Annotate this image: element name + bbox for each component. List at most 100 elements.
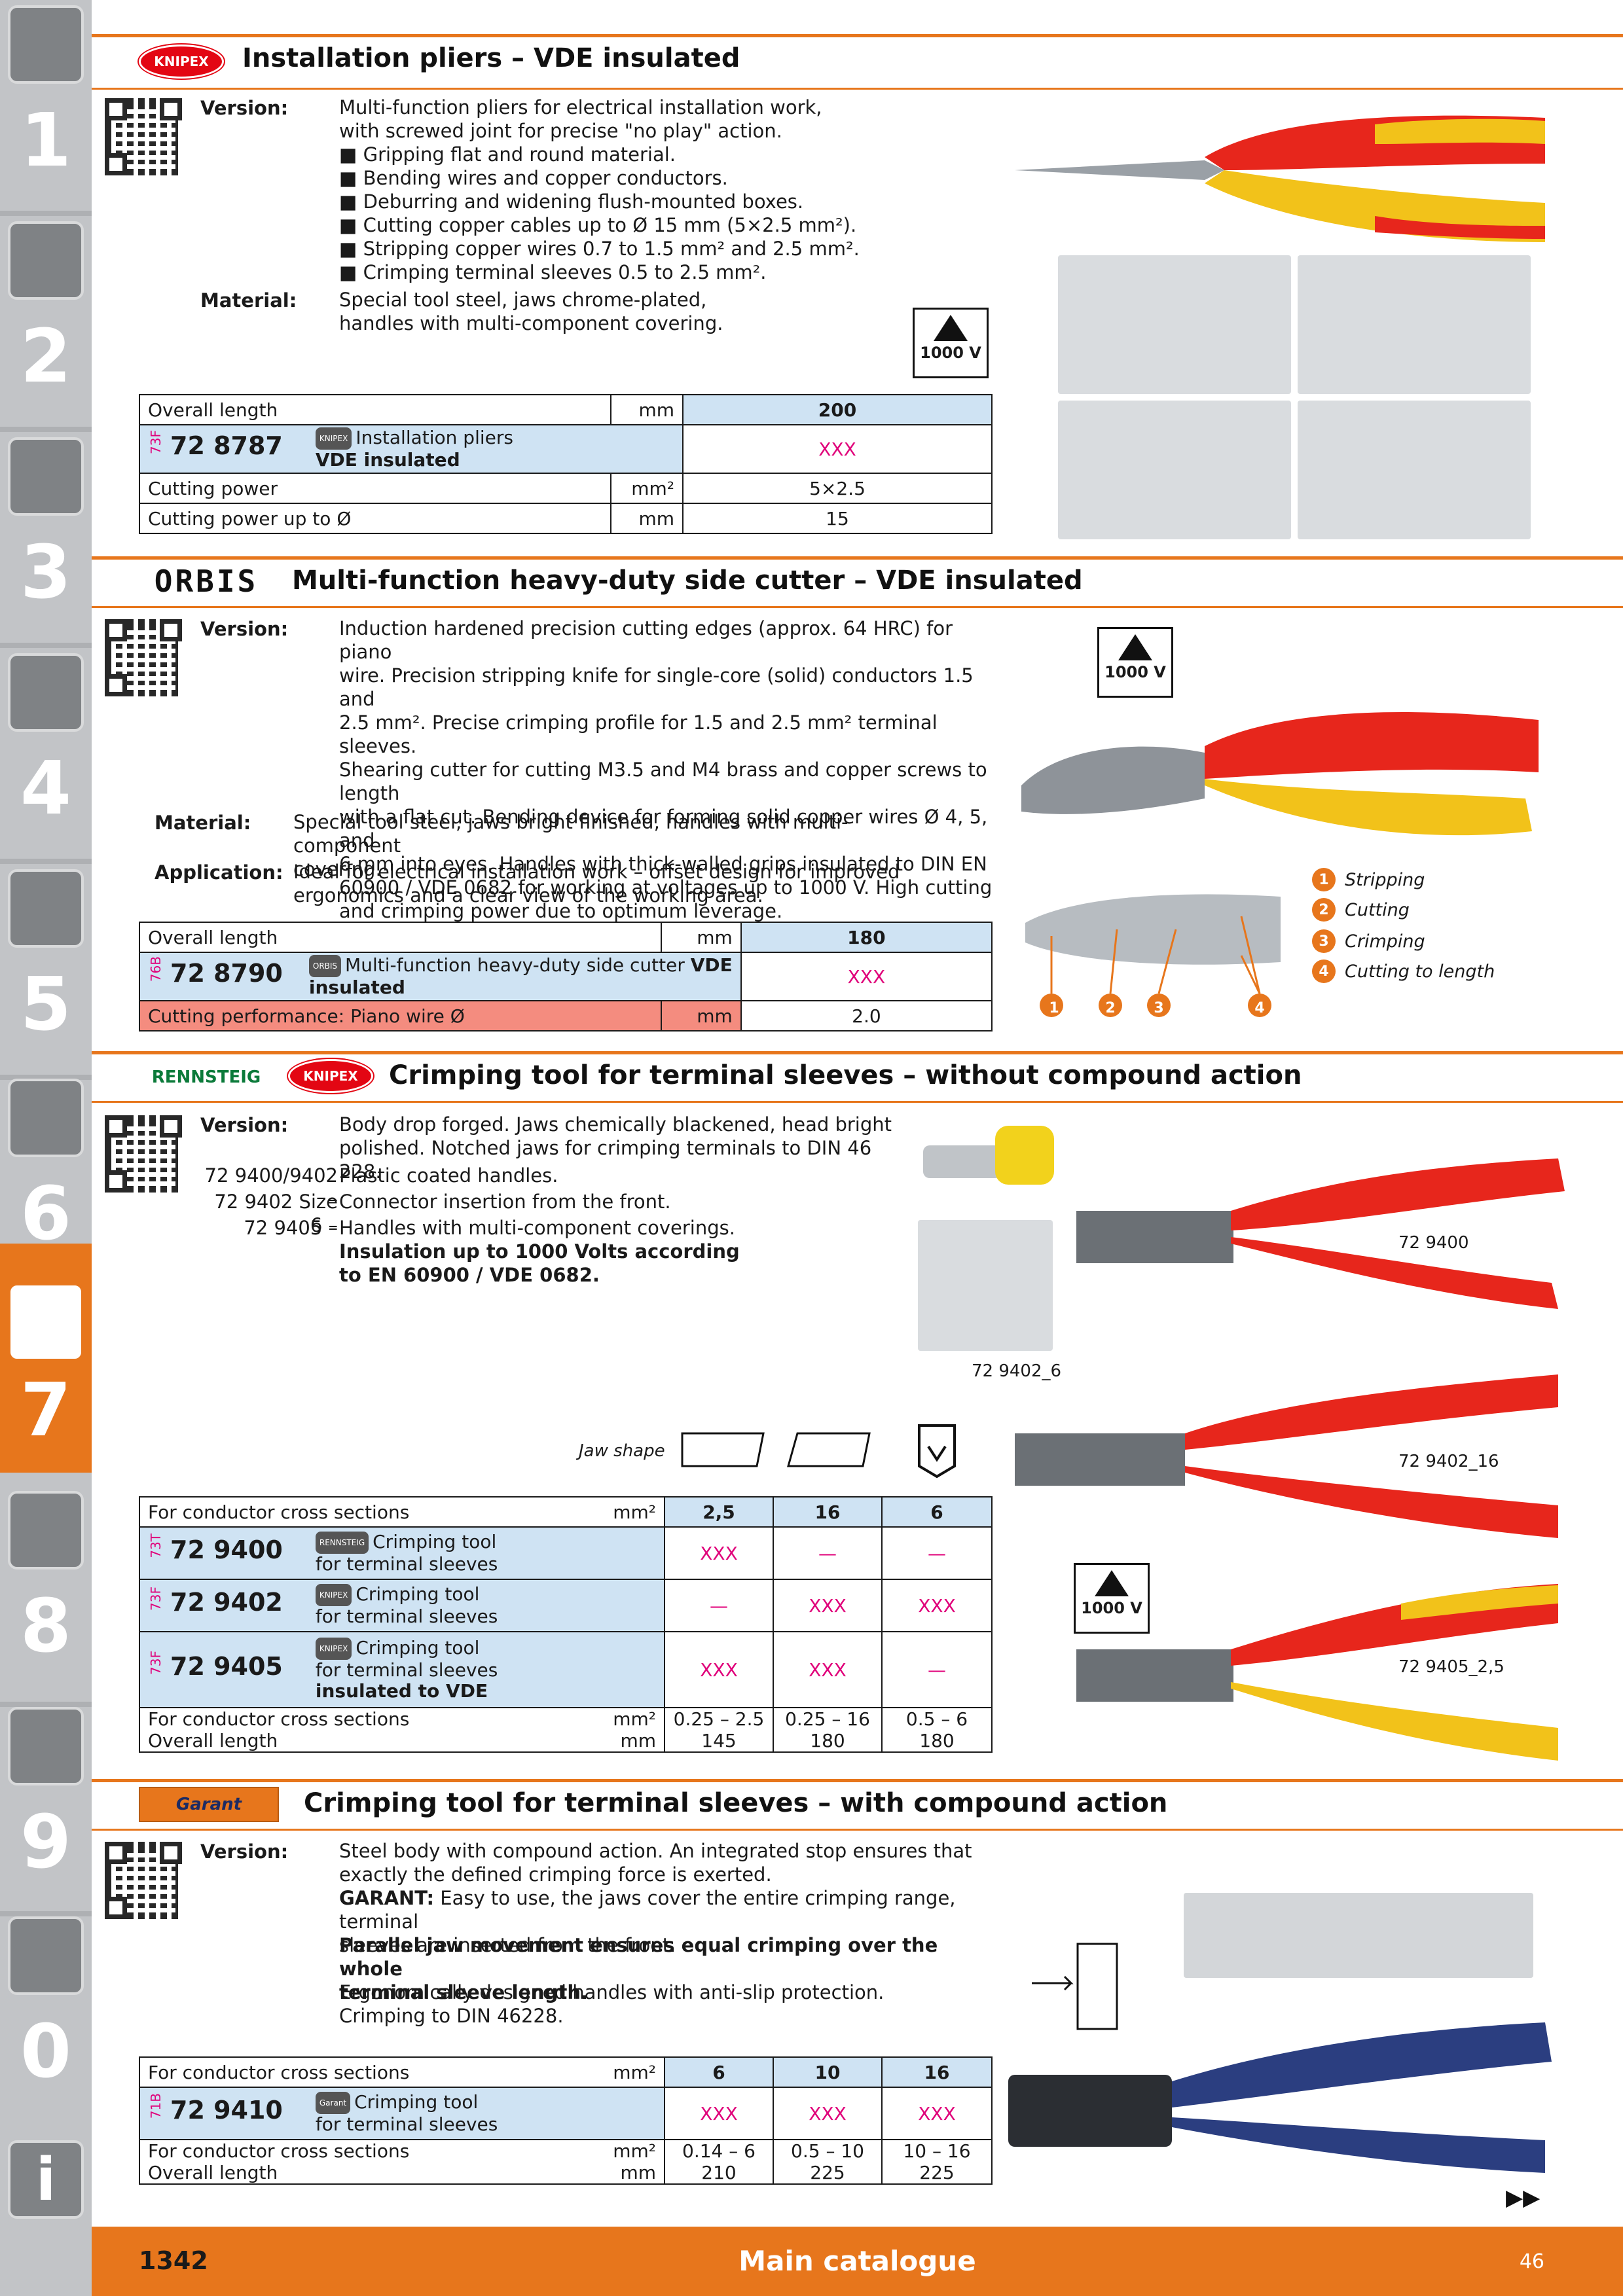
price-cell: XXX [682, 424, 993, 474]
qr-code[interactable] [105, 1115, 182, 1193]
usage-photo-4 [1298, 401, 1531, 539]
version-text: Body drop forged. Jaws chemically blacke… [339, 1113, 892, 1183]
version-text: Multi-function pliers for electrical ins… [339, 96, 860, 283]
page-number: 1342 [139, 2246, 208, 2275]
qr-code[interactable] [105, 1842, 182, 1919]
usage-photo-3 [1058, 401, 1291, 539]
vde-triangle-icon [934, 315, 968, 341]
drill-bit-icon [8, 5, 84, 84]
orbis-logo: ORBIS [154, 564, 259, 599]
tab-chapter-6[interactable]: 6 [0, 1073, 92, 1283]
tab-chapter-5[interactable]: 5 [0, 864, 92, 1073]
tab-info[interactable]: i [0, 2134, 92, 2296]
wrench-icon [8, 1079, 84, 1157]
vde-1000v-badge: 1000 V [1074, 1563, 1150, 1634]
section-title-crimping-without-compound: Crimping tool for terminal sleeves – wit… [389, 1060, 1302, 1090]
article-number: 72 8790 [170, 959, 283, 988]
section-title-side-cutter: Multi-function heavy-duty side cutter – … [292, 565, 1083, 596]
article-number: 72 9402 [170, 1588, 283, 1617]
callout-4: 4 [1254, 999, 1265, 1016]
pliers-screwdriver-icon [8, 1283, 84, 1361]
tab-chapter-8[interactable]: 8 [0, 1486, 92, 1695]
vde-triangle-icon [1118, 634, 1152, 660]
tab-chapter-4[interactable]: 4 [0, 648, 92, 857]
section-title-crimping-with-compound: Crimping tool for terminal sleeves – wit… [304, 1788, 1168, 1818]
side-cutter-image [1021, 712, 1539, 836]
garant-logo: Garant [139, 1787, 279, 1822]
tab-chapter-2[interactable]: 2 [0, 216, 92, 425]
material-text: Special tool steel, jaws chrome-plated, … [339, 289, 723, 334]
article-number: 72 8787 [170, 431, 283, 460]
installation-pliers-image [1015, 115, 1545, 242]
cutter-detail-diagram [1025, 894, 1281, 1017]
material-label: Material: [200, 289, 297, 312]
terminal-sleeves-photo [1184, 1893, 1533, 1978]
version-text: Steel body with compound action. An inte… [339, 1840, 972, 1886]
knipex-logo: KNIPEX [288, 1059, 373, 1093]
jaw-shape-label: Jaw shape [579, 1441, 665, 1461]
chapter-sidebar: 1 2 3 4 5 6 7 8 9 0 i [0, 0, 92, 2296]
crimping-detail-photo [918, 1220, 1053, 1351]
safety-goggles-icon [8, 1916, 84, 1995]
usage-photo-1 [1058, 255, 1291, 394]
version-label: Version: [200, 1114, 289, 1136]
front-insertion-diagram [1032, 1943, 1118, 2030]
grinding-disc-icon [8, 221, 84, 300]
overall-length-label: Overall length [139, 394, 611, 425]
material-label: Material: [155, 812, 251, 834]
tab-chapter-3[interactable]: 3 [0, 432, 92, 641]
crimping-tool-72-9410-image [1008, 2022, 1552, 2173]
application-text: Ideal for electrical installation work –… [293, 861, 900, 906]
version-label: Version: [200, 1840, 289, 1863]
callout-2: 2 [1105, 999, 1116, 1016]
tab-chapter-0[interactable]: 0 [0, 1911, 92, 2121]
version-label: Version: [200, 97, 289, 119]
footer-section-number: 46 [1519, 2250, 1544, 2273]
jaw-shape-6-icon [918, 1424, 956, 1479]
jaw-shape-16-icon [787, 1432, 871, 1467]
qr-code[interactable] [105, 619, 182, 696]
rennsteig-logo: RENNSTEIG [151, 1067, 261, 1087]
next-page-arrow-icon[interactable]: ▶▶ [1506, 2185, 1541, 2211]
callout-1: 1 [1049, 999, 1059, 1016]
application-label: Application: [155, 861, 283, 884]
footer-title: Main catalogue [739, 2245, 976, 2277]
caliper-icon [8, 653, 84, 732]
material-text: Special tool steel, jaws bright finished… [293, 811, 848, 880]
article-number: 72 9400 [170, 1535, 283, 1564]
article-number: 72 9410 [170, 2096, 283, 2125]
page-footer: 1342 Main catalogue 46 [92, 2227, 1623, 2296]
version-label: Version: [200, 618, 289, 640]
crimping-tool-72-9405-image [1076, 1584, 1558, 1761]
info-icon: i [8, 2140, 84, 2219]
price-cell: XXX [740, 952, 993, 1001]
vde-1000v-badge: 1000 V [913, 308, 989, 378]
crimping-tool-72-9400-image [1076, 1158, 1565, 1309]
knipex-logo: KNIPEX [139, 45, 224, 79]
article-number: 72 9405 [170, 1652, 283, 1681]
terminal-sleeve-image [923, 1126, 1054, 1185]
crimping-tool-72-9402-image [1015, 1374, 1558, 1538]
tab-chapter-1[interactable]: 1 [0, 0, 92, 209]
jaw-shape-2-5-icon [681, 1432, 765, 1467]
qr-code[interactable] [105, 98, 182, 175]
tool-holder-icon [8, 437, 84, 516]
tab-chapter-7[interactable]: 7 [0, 1244, 92, 1473]
usage-photo-2 [1298, 255, 1531, 394]
tab-chapter-9[interactable]: 9 [0, 1702, 92, 1911]
section-title-installation-pliers: Installation pliers – VDE insulated [242, 43, 740, 73]
